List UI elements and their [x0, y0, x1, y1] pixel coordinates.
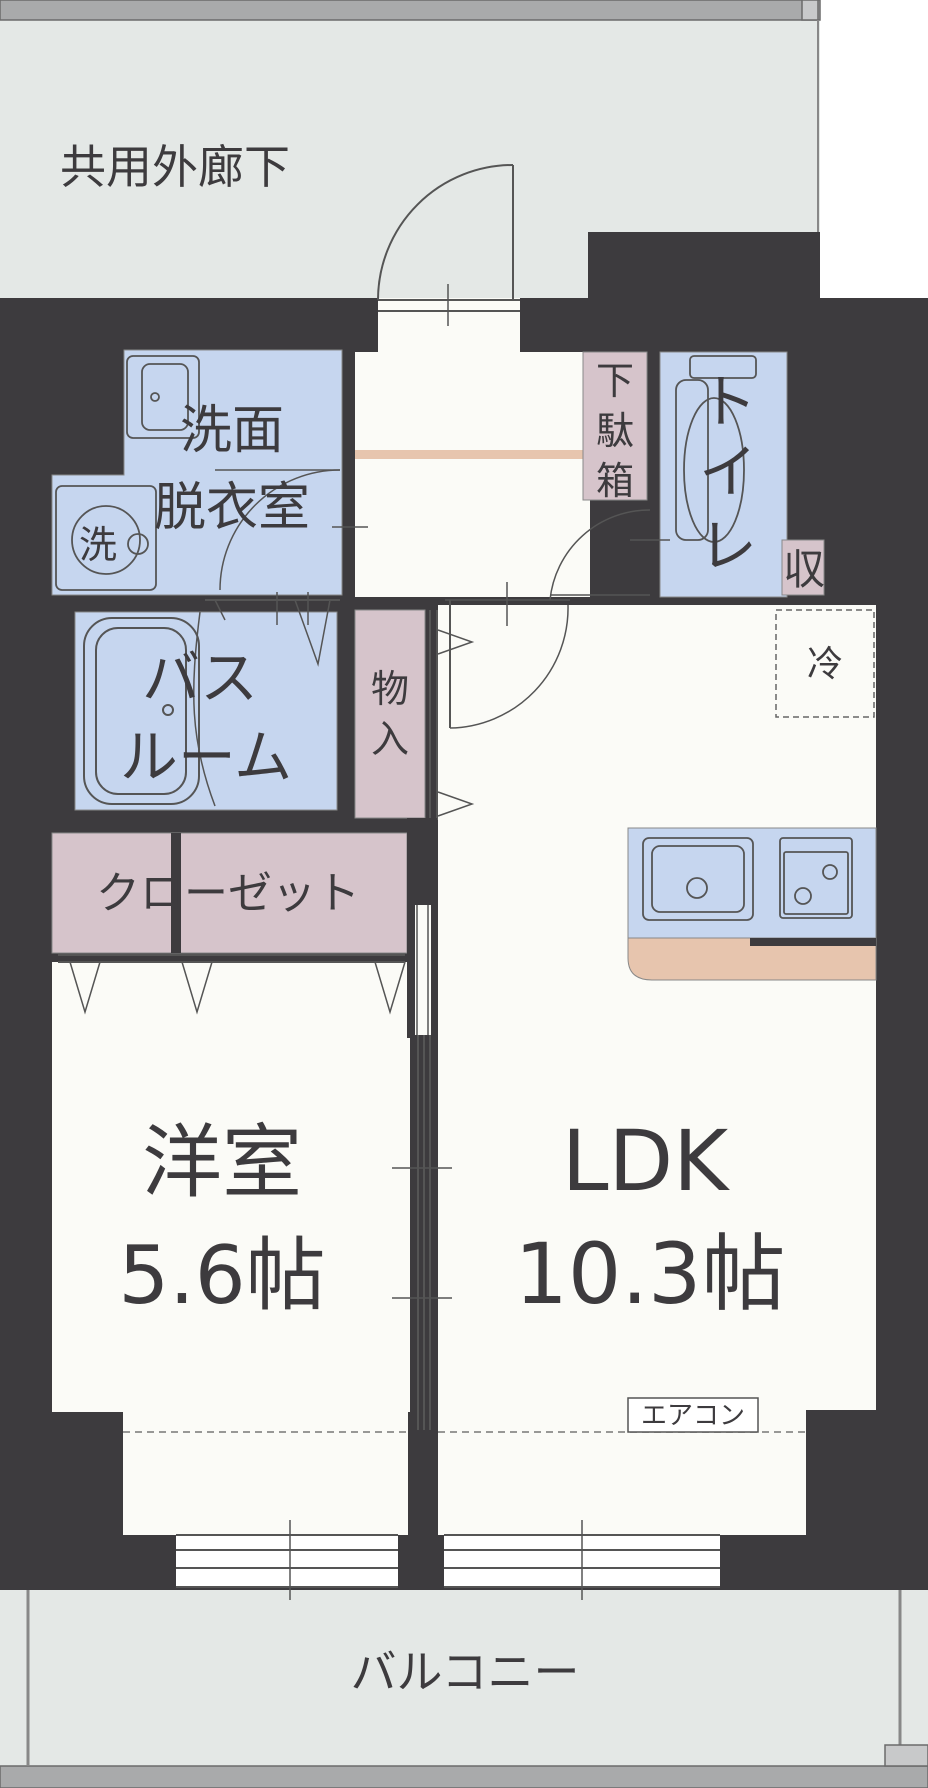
entrance-door-swing [377, 164, 514, 301]
shoe-box [582, 351, 648, 501]
corridor-railing [0, 0, 821, 21]
small-storage [781, 539, 825, 596]
washroom-label-line2: 脱衣室 [154, 478, 310, 538]
balcony-area [0, 1588, 928, 1788]
bath-label-line2: ルーム [120, 723, 292, 791]
entrance-door-opening [378, 298, 520, 354]
western-room-window-bay [123, 1410, 408, 1535]
aircon-label: エアコン [641, 1401, 745, 1431]
western-room-window [176, 1520, 398, 1600]
corridor-railing-post [801, 0, 819, 21]
balcony-label: バルコニー [350, 1645, 579, 1699]
shoe-box-label-line2: 駄 [596, 409, 634, 453]
toilet-label-line2: イ [699, 438, 757, 506]
small-closet-label-line2: 入 [371, 717, 409, 761]
washroom-label-line1: 洗面 [180, 401, 284, 461]
entry-step [355, 450, 590, 459]
storage-label: 収 [783, 545, 825, 594]
small-closet [354, 609, 426, 819]
washroom-door-swing [219, 469, 341, 591]
kitchen-counter [627, 827, 877, 941]
ldk-label-line2: 10.3帖 [514, 1225, 785, 1323]
shoe-box-label-line1: 下 [596, 359, 634, 403]
toilet-room [659, 351, 788, 598]
wall-block [588, 232, 820, 302]
western-room-label-line1: 洋室 [142, 1116, 302, 1209]
closet-label: クローゼット [96, 868, 360, 919]
ldk-door-swing [449, 604, 569, 729]
ldk-floor [438, 605, 876, 1410]
washroom [51, 349, 343, 596]
balcony-railing [0, 1765, 928, 1788]
toilet-label-line3: レ [699, 512, 757, 580]
shoe-box-label-line3: 箱 [596, 459, 634, 503]
stove-icon [779, 837, 853, 919]
vanity-sink-icon [126, 355, 200, 439]
kitchen-bar-counter [627, 937, 877, 981]
aircon-marker [627, 1397, 759, 1433]
ldk-window [444, 1520, 720, 1600]
corridor-label: 共用外廊下 [60, 140, 290, 194]
bathtub-icon [83, 617, 200, 805]
bath-label-line1: バス [142, 644, 258, 712]
western-room-label-line2: 5.6帖 [118, 1229, 325, 1322]
western-room-floor [52, 962, 410, 1412]
small-closet-label-line1: 物 [371, 667, 409, 711]
washer-label: 洗 [79, 523, 117, 567]
toilet-door-swing [549, 509, 651, 601]
toilet-icon [675, 355, 757, 543]
partition-wall-lower [410, 1430, 438, 1590]
toilet-label-line1: ト [699, 368, 757, 436]
fridge-label: 冷 [807, 644, 843, 685]
kitchen-sink-icon [642, 837, 754, 921]
entrance-floor [355, 352, 590, 597]
fridge-space [775, 609, 875, 718]
washing-machine-icon [55, 485, 157, 591]
closet [51, 832, 408, 954]
ldk-label-line1: LDK [562, 1112, 730, 1210]
